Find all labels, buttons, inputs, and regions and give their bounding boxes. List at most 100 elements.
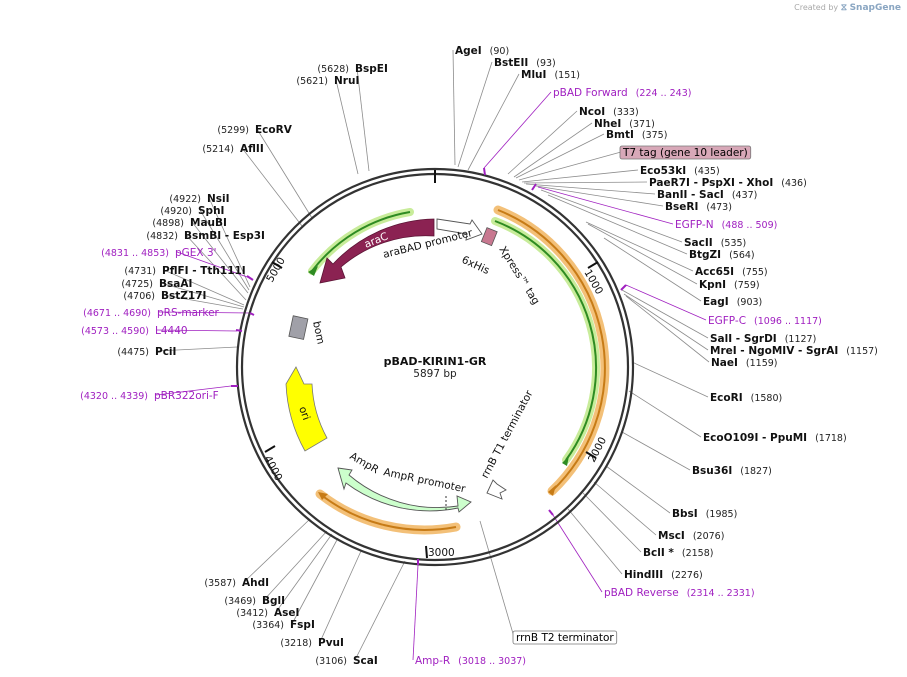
primer-site-marks xyxy=(231,167,627,565)
left-site-label-14: PciI(4475) xyxy=(117,346,176,358)
leader-line-right-12 xyxy=(537,186,674,225)
site-name: SacII xyxy=(684,237,713,249)
site-position: (4831 .. 4853) xyxy=(101,248,169,259)
right-site-label-11: BseRI(473) xyxy=(665,201,732,213)
leader-line-left-0 xyxy=(356,67,370,172)
site-position: (5628) xyxy=(317,64,349,75)
leader-line-right-24 xyxy=(621,431,691,471)
green-arrowhead-right xyxy=(562,456,569,466)
right-site-label-9: PaeR7I - PspXI - XhoI(436) xyxy=(649,177,807,189)
site-position: (488 .. 509) xyxy=(722,220,778,231)
right-site-label-5: NheI (371) xyxy=(594,118,655,130)
leader-line-left-1 xyxy=(335,79,359,175)
site-position: (1096 .. 1117) xyxy=(754,316,822,327)
left-site-label-15: pBR322ori-F(4320 .. 4339) xyxy=(80,390,219,402)
site-position: (375) xyxy=(642,130,668,141)
site-position: (3018 .. 3037) xyxy=(458,656,526,667)
snapgene-logo-icon: ⧖ xyxy=(840,3,848,13)
site-name: BbsI xyxy=(672,508,698,520)
6xHis-label: 6xHis xyxy=(460,254,492,277)
rrnB-T1-terminator-arrow xyxy=(486,479,507,500)
site-position: (151) xyxy=(554,70,580,81)
leader-line-right-1 xyxy=(457,61,493,168)
watermark-brand: SnapGene xyxy=(849,3,901,13)
left-site-label-11: BstZ17I(4706) xyxy=(123,290,206,302)
site-name: L4440 xyxy=(155,325,188,337)
tick-5000 xyxy=(271,261,283,269)
left-site-label-2: EcoRV(5299) xyxy=(217,124,292,136)
left-site-label-1: NruI(5621) xyxy=(296,75,359,87)
araBAD-promoter-arrow xyxy=(436,218,483,241)
orange-arrowhead-bottom xyxy=(318,492,328,500)
right-site-label-26: MscI(2076) xyxy=(658,530,724,542)
AmpR-arrow xyxy=(337,467,472,513)
right-site-label-27: BclI *(2158) xyxy=(643,547,713,559)
site-name: Eco53kI xyxy=(640,165,686,177)
site-name: AflII xyxy=(240,143,264,155)
leader-line-right-21 xyxy=(625,295,710,363)
ori-arrow xyxy=(285,366,328,452)
site-position: (435) xyxy=(694,166,720,177)
tick-2000 xyxy=(585,451,597,459)
site-position: (4725) xyxy=(121,279,153,290)
site-position: (3469) xyxy=(224,596,256,607)
right-site-label-29: pBAD Reverse(2314 .. 2331) xyxy=(604,587,755,599)
right-site-label-2: MluI(151) xyxy=(521,69,580,81)
orange-arrowhead-right xyxy=(548,485,556,496)
label-box xyxy=(512,630,618,645)
site-position: (90) xyxy=(490,46,510,57)
leader-line-left-21 xyxy=(354,560,406,661)
site-name: EGFP-C xyxy=(708,315,746,327)
site-position: (2276) xyxy=(671,570,703,581)
right-site-label-3: pBAD Forward(224 .. 243) xyxy=(553,87,691,99)
xpress-tag-label: Xpress™ tag xyxy=(496,244,541,307)
tick-1000 xyxy=(587,261,599,269)
site-position: (3218) xyxy=(280,638,312,649)
feature-bands xyxy=(308,205,610,535)
site-name: BtgZI xyxy=(689,249,721,261)
right-site-label-28: HindIII(2276) xyxy=(624,569,703,581)
site-name: NsiI xyxy=(207,193,230,205)
site-name: SalI - SgrDI xyxy=(710,333,777,345)
orange-arrow-bottom xyxy=(319,493,457,531)
left-site-label-18: AseI(3412) xyxy=(236,607,299,619)
leader-line-right-2 xyxy=(467,73,520,171)
left-site-label-7: BsmBI - Esp3I(4832) xyxy=(146,230,265,242)
right-site-label-17: EagI(903) xyxy=(703,296,762,308)
site-position: (1718) xyxy=(815,433,847,444)
site-name: Acc65I xyxy=(695,266,734,278)
AmpR-label: AmpR xyxy=(348,450,381,476)
leader-line-right-20 xyxy=(623,293,709,351)
site-name: KpnI xyxy=(699,279,726,291)
leader-line-right-0 xyxy=(452,49,456,166)
site-name: BsaAI xyxy=(159,278,192,290)
site-name: ScaI xyxy=(353,655,378,667)
site-name: BanII - SacI xyxy=(657,189,724,201)
left-site-label-3: AflII(5214) xyxy=(202,143,263,155)
site-position: (371) xyxy=(629,119,655,130)
leader-line-left-14 xyxy=(156,346,238,352)
site-name: EcoO109I - PpuMI xyxy=(703,432,807,444)
site-position: (564) xyxy=(729,250,755,261)
site-name: NheI xyxy=(594,118,621,130)
right-site-label-22: EcoRI(1580) xyxy=(710,392,782,404)
right-site-label-1: BstEII(93) xyxy=(494,57,556,69)
leader-line-right-30 xyxy=(479,520,515,638)
right-site-label-25: BbsI(1985) xyxy=(672,508,737,520)
leader-line-left-2 xyxy=(256,128,313,219)
left-site-label-21: ScaI(3106) xyxy=(315,655,377,667)
leader-line-left-3 xyxy=(241,147,303,227)
right-site-label-6: BmtI(375) xyxy=(606,129,667,141)
site-name: MauBI xyxy=(190,217,227,229)
leader-line-right-14 xyxy=(547,194,688,255)
site-name: NcoI xyxy=(579,106,605,118)
site-position: (1827) xyxy=(740,466,772,477)
leader-line-left-11 xyxy=(162,294,244,310)
right-site-label-20: MreI - NgoMIV - SgrAI(1157) xyxy=(710,345,878,357)
scale-ticks xyxy=(264,261,599,559)
right-site-label-24: Bsu36I(1827) xyxy=(692,465,772,477)
site-position: (3364) xyxy=(252,620,284,631)
site-name: BseRI xyxy=(665,201,698,213)
site-name: BsmBI - Esp3I xyxy=(184,230,265,242)
leader-line-left-19 xyxy=(291,537,339,625)
